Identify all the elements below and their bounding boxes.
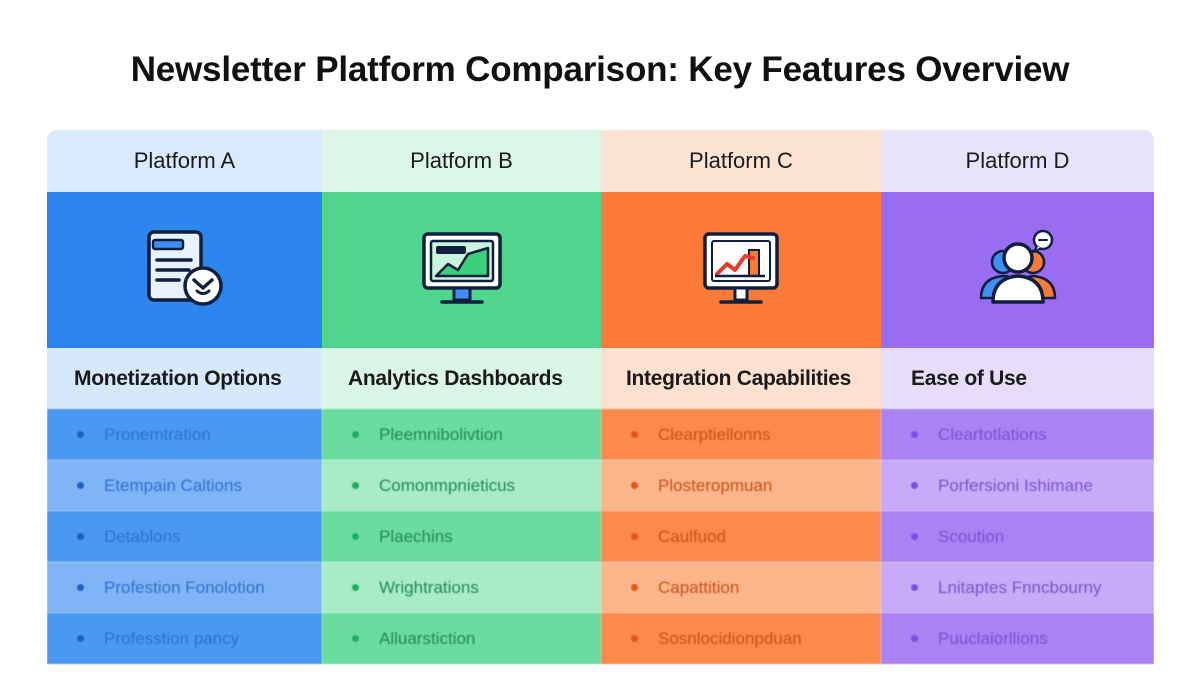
feature-title: Monetization Options [47,348,322,409]
bullet-dot [77,431,84,438]
bullet-dot [911,482,918,489]
list-item: Caulfuod [601,511,881,562]
page-title: Newsletter Platform Comparison: Key Feat… [130,50,1070,89]
feature-title: Analytics Dashboards [322,348,601,409]
bullet-dot [911,431,918,438]
list-item-label: Wrightrations [379,577,479,597]
platform-column-d: Platform D Ease of Use Cleartotlations P… [881,130,1154,676]
list-item: Sosnlocidionpduan [601,613,881,664]
bullet-dot [77,482,84,489]
list-item-label: Lnitaptes Fnncbourny [938,577,1102,597]
list-item: Porfersioni Ishimane [881,460,1154,511]
bullet-dot [77,533,84,540]
list-item-label: Alluarstiction [379,628,476,648]
list-item-label: Pleemnibolivtion [379,424,503,444]
list-item: Profestion Fonolotion [47,562,322,613]
list-item-label: Scoution [938,526,1005,546]
list-item: Lnitaptes Fnncbourny [881,562,1154,613]
list-item: Comonmpnieticus [322,460,601,511]
list-item-label: Capattition [658,577,740,597]
list-item-label: Clearptiellonns [658,424,771,444]
list-item: Alluarstiction [322,613,601,664]
list-item-label: Comonmpnieticus [379,475,516,495]
column-header: Platform B [322,130,601,192]
list-item-label: Etempain Caltions [104,475,242,495]
icon-band [322,192,601,348]
list-item: Pleemnibolivtion [322,409,601,460]
icon-band [47,192,322,348]
list-item: Pronemtration [47,409,322,460]
bullet-dot [77,635,84,642]
list-item-label: Detablons [104,526,181,546]
platform-column-a: Platform A Monetization Options Pronemtr… [47,130,322,676]
list-item-label: Puuclaiorllions [938,628,1048,648]
list-item-label: Plosteropmuan [658,475,773,495]
column-header: Platform A [47,130,322,192]
feature-title: Integration Capabilities [601,348,881,409]
users-chat-icon [979,229,1056,304]
column-header: Platform D [881,130,1154,192]
comparison-board: Platform A Monetization Options Pronemtr… [47,130,1154,676]
bullet-dot [631,482,638,489]
list-item-label: Caulfuod [658,526,727,546]
list-item: Detablons [47,511,322,562]
list-item: Plaechins [322,511,601,562]
bullet-dot [352,635,359,642]
list-item-label: Sosnlocidionpduan [658,628,802,648]
list-item-label: Porfersioni Ishimane [938,475,1093,495]
document-checklist-icon [146,230,223,306]
platform-column-c: Platform C Integration Capabilities Clea… [601,130,881,676]
platform-column-b: Platform B Analytics Dashboards Pleemnib… [322,130,601,676]
bullet-dot [77,584,84,591]
bullet-dot [352,584,359,591]
monitor-bar-chart-icon [703,232,779,304]
list-item-label: Plaechins [379,526,453,546]
list-item: Puuclaiorllions [881,613,1154,664]
bullet-dot [631,635,638,642]
feature-list: Pleemnibolivtion Comonmpnieticus Plaechi… [322,409,601,676]
icon-band [601,192,881,348]
list-item: Cleartotlations [881,409,1154,460]
feature-list: Pronemtration Etempain Caltions Detablon… [47,409,322,676]
bullet-dot [352,533,359,540]
list-item: Plosteropmuan [601,460,881,511]
list-item: Wrightrations [322,562,601,613]
list-item: Scoution [881,511,1154,562]
bullet-dot [631,533,638,540]
bullet-dot [631,431,638,438]
list-item-label: Profestion Fonolotion [104,577,265,597]
bullet-dot [911,533,918,540]
icon-band [881,192,1154,348]
bullet-dot [911,635,918,642]
feature-title: Ease of Use [881,348,1154,409]
monitor-chart-icon [421,232,502,304]
list-item-label: Cleartotlations [938,424,1047,444]
bullet-dot [631,584,638,591]
feature-list: Clearptiellonns Plosteropmuan Caulfuod C… [601,409,881,676]
list-item-label: Professtion pancy [104,628,240,648]
bullet-dot [352,482,359,489]
list-item-label: Pronemtration [104,424,211,444]
feature-list: Cleartotlations Porfersioni Ishimane Sco… [881,409,1154,676]
list-item: Professtion pancy [47,613,322,664]
list-item: Capattition [601,562,881,613]
column-header: Platform C [601,130,881,192]
bullet-dot [352,431,359,438]
list-item: Clearptiellonns [601,409,881,460]
list-item: Etempain Caltions [47,460,322,511]
bullet-dot [911,584,918,591]
